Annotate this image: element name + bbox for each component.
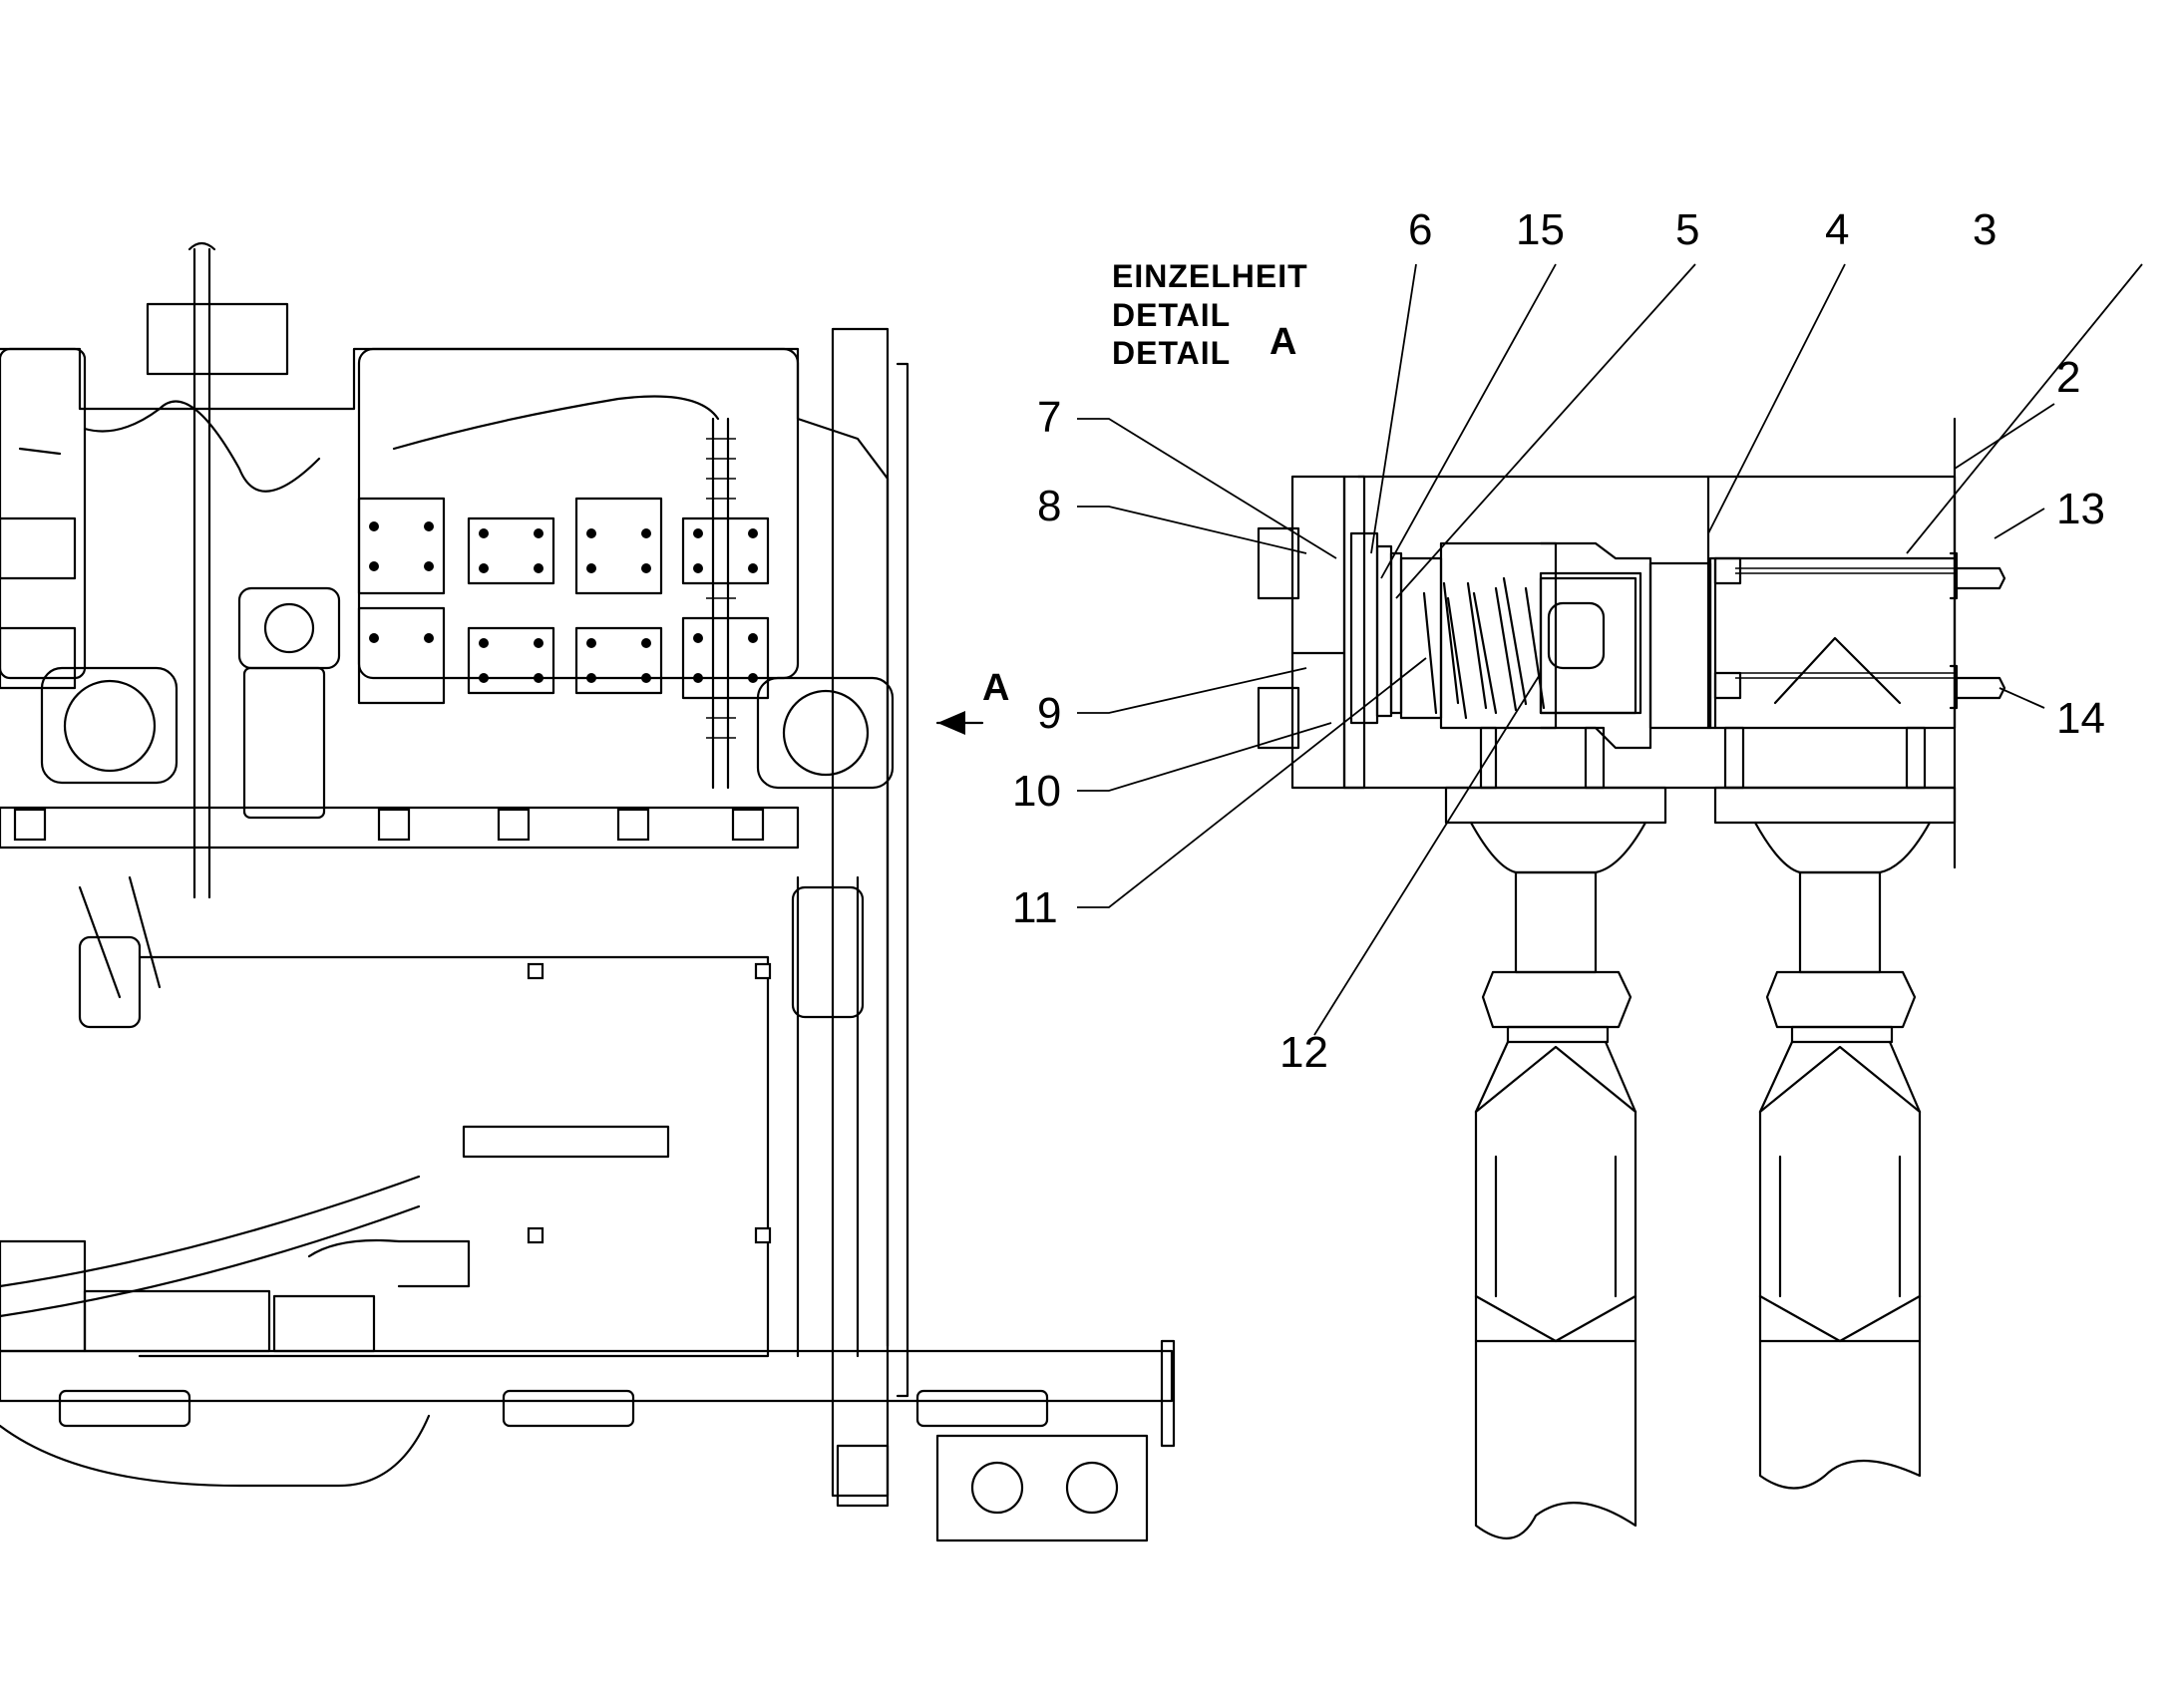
callout-6: 6 — [1408, 205, 1432, 254]
callout-10: 10 — [1012, 767, 1061, 816]
callout-9: 9 — [1037, 689, 1061, 738]
detail-title-line1: EINZELHEIT — [1112, 258, 1308, 294]
detail-a-assembly — [1257, 417, 2006, 1539]
detail-title-line3: DETAIL — [1112, 335, 1231, 371]
leader-lines — [1077, 263, 2143, 1036]
callout-13: 13 — [2056, 485, 2105, 533]
callout-8: 8 — [1037, 482, 1061, 530]
detail-title-line2: DETAIL — [1112, 297, 1231, 333]
callout-14: 14 — [2056, 694, 2105, 743]
hose-left — [1469, 821, 1647, 1539]
valve-blocks — [0, 497, 770, 705]
hose-right — [1753, 821, 1932, 1490]
callout-4: 4 — [1825, 205, 1849, 254]
machine-overview — [0, 241, 1176, 1542]
detail-view-letter: A — [1270, 321, 1296, 363]
callout-7: 7 — [1037, 393, 1061, 442]
callout-15: 15 — [1516, 205, 1565, 254]
callout-5: 5 — [1675, 205, 1699, 254]
view-arrow-label: A — [982, 667, 1009, 709]
callout-labels: 6 15 5 4 3 2 13 14 7 8 9 10 11 12 — [1012, 205, 2105, 1077]
callout-3: 3 — [1973, 205, 1997, 254]
callout-2: 2 — [2056, 353, 2080, 402]
callout-11: 11 — [1012, 883, 1058, 932]
detail-title: EINZELHEIT DETAIL DETAIL A — [1112, 258, 1308, 371]
view-arrow: A — [935, 667, 1009, 735]
callout-12: 12 — [1279, 1028, 1328, 1077]
